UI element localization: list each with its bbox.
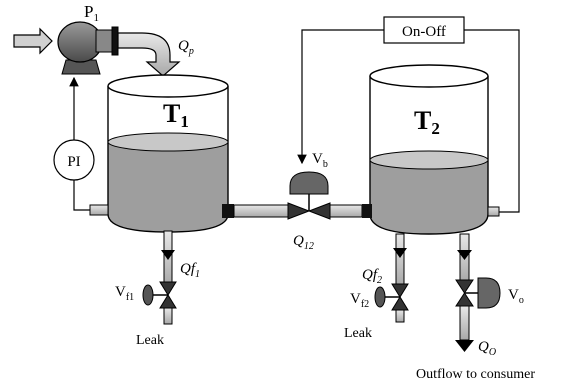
flow-qp-label: Qp — [178, 38, 194, 57]
pump-label: P1 — [84, 2, 99, 24]
controller-label: On-Off — [402, 24, 446, 40]
tank-t2 — [369, 64, 489, 235]
valve-vf2-label: Vf2 — [350, 291, 369, 310]
tank-t2-label: T2 — [414, 106, 440, 138]
flow-qf1-label: Qf1 — [180, 261, 200, 280]
pump-inlet-arrow — [13, 27, 53, 55]
valve-vf1-label: Vf1 — [115, 284, 134, 303]
leak-2-label: Leak — [344, 326, 372, 341]
valve-vb-label: Vb — [312, 151, 328, 170]
valve-vb — [287, 171, 331, 220]
leak-1-label: Leak — [136, 333, 164, 348]
flow-qo-label: QO — [478, 339, 496, 358]
flow-q12-label: Q12 — [293, 233, 314, 252]
flow-qf2-label: Qf2 — [362, 267, 382, 286]
pi-label: PI — [67, 154, 80, 170]
outflow-line — [455, 233, 501, 352]
pressure-indicator-loop — [53, 76, 109, 216]
tank-t1-label: T1 — [163, 99, 189, 131]
on-off-controller — [297, 16, 520, 217]
leak-line-2 — [374, 233, 409, 323]
pipe-q12 — [222, 204, 372, 218]
outflow-label: Outflow to consumer — [416, 367, 535, 382]
valve-vo-label: Vo — [508, 287, 524, 306]
pump-discharge-pipe — [117, 32, 181, 77]
pump-p1 — [57, 21, 119, 75]
pressure-indicator-circle — [53, 139, 95, 181]
leak-line-1 — [142, 230, 177, 325]
